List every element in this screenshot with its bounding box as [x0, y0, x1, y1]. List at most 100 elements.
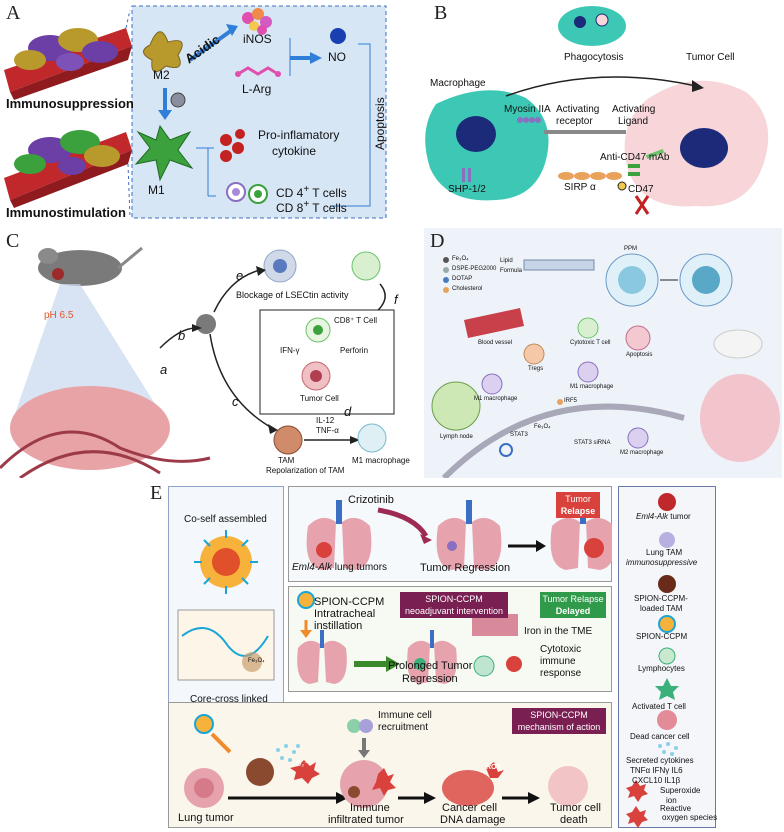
- label-eml4-alk-tumors: Eml4-Alk lung tumors: [292, 562, 388, 573]
- label-macrophage: Macrophage: [430, 78, 486, 89]
- label-immune-infil-1: Immune: [350, 802, 390, 814]
- panel-b: B: [396, 0, 784, 224]
- label-phagocytosis: Phagocytosis: [564, 52, 624, 63]
- label-cd8-t-cells: CD 8+ T cells: [276, 199, 347, 215]
- tumor-relapse-badge: Tumor Relapse: [556, 492, 600, 518]
- label-cancer-dna-2: DNA damage: [440, 814, 506, 826]
- neoadjuvant-text-2: neoadjuvant intervention: [404, 606, 504, 616]
- label-ifn: IFN-γ: [280, 346, 300, 355]
- label-ph: pH 6.5: [44, 310, 74, 321]
- m1-macrophage-icon-1: [481, 373, 503, 395]
- mouse-icon: [713, 329, 763, 359]
- label-sirp: SIRP α: [564, 182, 596, 193]
- tregs-icon: [523, 343, 545, 365]
- panel-c-illustration: [0, 246, 395, 478]
- tumor-mass-icon: [10, 386, 170, 470]
- legend-activated-t: Activated T cell: [632, 702, 686, 711]
- lung-icon-4: [297, 640, 347, 684]
- lung-icon-5: [407, 640, 457, 684]
- label-e: e: [236, 268, 244, 283]
- m2-macrophage-icon: [627, 427, 649, 449]
- label-pro-inflammatory: Pro-inflamatory: [258, 128, 340, 142]
- nanoparticle-icon: [170, 92, 186, 108]
- label-tumor-cell: Tumor Cell: [686, 52, 735, 63]
- panel-d-letter: D: [430, 230, 445, 252]
- lymph-node-icon: [431, 381, 481, 431]
- label-tumor-death-1: Tumor cell: [550, 802, 601, 814]
- myosin-icon: [517, 117, 541, 123]
- panel-a: A: [0, 0, 390, 224]
- label-irf: IRF5: [564, 398, 578, 404]
- l-arg-molecule-icon: [235, 66, 281, 77]
- label-myosin: Myosin IIA: [504, 104, 551, 115]
- label-inos: iNOS: [243, 32, 272, 46]
- legend-lymphocytes: Lymphocytes: [638, 664, 685, 673]
- label-tumor-regression: Tumor Regression: [420, 562, 511, 574]
- label-cd8-t-cell: CD8⁺ T Cell: [334, 316, 378, 325]
- legend-spion-loaded-1: SPION-CCPM-: [634, 594, 688, 603]
- lung-icon-2: [436, 517, 502, 570]
- label-iron-tme: Iron in the TME: [524, 626, 593, 637]
- cytotoxic-t-cell-icon: [577, 317, 599, 339]
- label-cytotoxic-t: Cytotoxic T cell: [570, 340, 611, 346]
- label-cd4-t-cells: CD 4+ T cells: [276, 184, 347, 200]
- label-formula: Formula: [500, 268, 523, 274]
- mechanism-text-1: SPION-CCPM: [530, 710, 588, 720]
- panel-c: C pH 6.5 a: [0, 228, 420, 478]
- no-molecule-icon: [330, 28, 346, 44]
- label-spion-ccpm: SPION-CCPM: [314, 596, 385, 608]
- legend-spion-loaded-2: loaded TAM: [640, 604, 683, 613]
- mechanism-badge: SPION-CCPM mechanism of action: [512, 708, 606, 734]
- apoptosis-cell-icon: [625, 325, 651, 351]
- label-immunosuppression: Immunosuppression: [6, 96, 134, 111]
- legend-dead-cancer: Dead cancer cell: [630, 732, 690, 741]
- label-cytotoxic-2: immune: [540, 656, 576, 667]
- label-prolonged-2: Regression: [402, 673, 458, 685]
- label-o2: O₂⁻: [296, 761, 308, 768]
- legend-dotap: DOTAP: [452, 276, 473, 282]
- m1-macrophage-icon-2: [577, 361, 599, 383]
- label-a: a: [160, 362, 168, 377]
- label-cytotoxic-3: response: [540, 668, 582, 679]
- legend-reactive-3: species: [690, 813, 718, 822]
- label-co-self: Co-self assembled: [184, 514, 267, 525]
- label-tregs: Tregs: [528, 366, 544, 372]
- label-ros: ROS: [486, 764, 502, 771]
- legend-lung-tam-1: Lung TAM: [646, 548, 683, 557]
- m1-macrophage-icon: [134, 124, 194, 182]
- label-blood-vessel: Blood vessel: [478, 340, 513, 346]
- label-lung-tumor: Lung tumor: [178, 812, 234, 824]
- legend-reactive-2: oxygen: [662, 813, 688, 822]
- mechanism-illustration: [184, 714, 588, 808]
- label-no: NO: [328, 50, 346, 64]
- label-tam: TAM: [278, 456, 295, 465]
- label-fe3o4: Fe₃O₄: [534, 424, 551, 430]
- mechanism-text-2: mechanism of action: [517, 722, 601, 732]
- label-repolarization: Repolarization of TAM: [266, 466, 345, 475]
- label-immune-recruit-1: Immune cell: [378, 710, 432, 721]
- legend-superoxide-2: ion: [666, 796, 677, 805]
- label-tumor-cell: Tumor Cell: [300, 394, 339, 403]
- cancer-dna-icon: [442, 770, 494, 806]
- legend-secreted-3: CXCL10 IL1β: [632, 776, 681, 785]
- label-activating-receptor-2: receptor: [556, 116, 593, 127]
- radiation-icon: [617, 181, 627, 191]
- label-fe3o4: Fe₃O₄: [248, 658, 265, 664]
- label-lipid: Lipid: [500, 258, 513, 264]
- label-immunostimulation: Immunostimulation: [6, 205, 126, 220]
- cytokine-icon: [220, 129, 245, 162]
- panel-e-letter: E: [150, 482, 163, 504]
- neoadjuvant-text-1: SPION-CCPM: [425, 594, 483, 604]
- central-nanoparticle-icon: [196, 314, 216, 334]
- label-cancer-dna-1: Cancer cell: [442, 802, 498, 814]
- label-immune-infil-2: infiltrated tumor: [328, 814, 404, 826]
- label-m1: M1: [148, 183, 165, 197]
- irf-icon: [557, 399, 563, 405]
- legend-fe3o4: Fe₃O₄: [452, 256, 469, 262]
- label-m2-macro: M2 macrophage: [620, 450, 664, 456]
- label-stat3: STAT3: [510, 432, 528, 438]
- panel-b-illustration: [425, 6, 769, 215]
- legend-eml4-tumor: Eml4-Alk tumor: [636, 512, 691, 521]
- legend-lung-tam-2: immunosuppressive: [626, 558, 698, 567]
- panel-a-letter: A: [6, 2, 21, 24]
